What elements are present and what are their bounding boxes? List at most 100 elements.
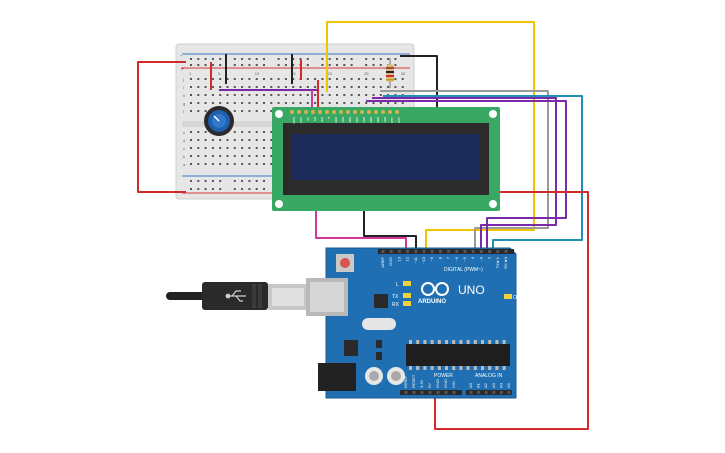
analog-header-label: ANALOG IN — [475, 373, 503, 379]
lcd-pin[interactable] — [353, 110, 357, 114]
lcd-pin-label: DB3 — [355, 117, 359, 123]
lcd-pin-label: DB5 — [369, 117, 373, 123]
lcd-pin[interactable] — [339, 110, 343, 114]
led-rx — [403, 301, 411, 306]
board-model: UNO — [458, 283, 485, 297]
wire-purple-1[interactable] — [372, 97, 557, 248]
lcd-pin-label: DB0 — [334, 117, 338, 123]
breadboard-row-letter: j — [182, 77, 184, 82]
digital-pin-label: 2 — [487, 256, 492, 259]
power-pin-label: IOREF — [403, 375, 408, 388]
power-header-label: POWER — [434, 373, 453, 379]
wire-gray[interactable] — [380, 90, 549, 248]
power-pin-label: GND — [443, 379, 448, 388]
digital-pin-label: ~11 — [413, 256, 418, 263]
led-l-label: L — [396, 282, 399, 288]
breadboard-row-letter: f — [183, 109, 185, 114]
breadboard-column-number: 25 — [364, 71, 369, 76]
power-pin-label: RESET — [411, 374, 416, 388]
wire-pink[interactable] — [315, 210, 407, 250]
digital-pin-label: ~9 — [429, 256, 434, 261]
potentiometer[interactable] — [204, 106, 234, 136]
led-on-label: ON — [513, 295, 521, 301]
led-tx — [403, 293, 411, 298]
lcd-pin[interactable] — [297, 110, 301, 114]
lcd-pin-label: DB6 — [376, 117, 380, 123]
lcd-pin[interactable] — [318, 110, 322, 114]
lcd-pin[interactable] — [367, 110, 371, 114]
power-pin-label: 5V — [427, 383, 432, 388]
crystal-oscillator — [362, 318, 396, 330]
lcd-pin[interactable] — [332, 110, 336, 114]
analog-pin-label: A0 — [468, 382, 473, 388]
lcd-pin[interactable] — [360, 110, 364, 114]
breadboard-row-letter: e — [183, 130, 186, 135]
digital-pin-label: TX►1 — [495, 256, 500, 268]
lcd-pin-label: DB7 — [383, 117, 387, 123]
breadboard-row-letter: a — [183, 162, 186, 167]
digital-pin-label: 8 — [437, 256, 442, 259]
rail-plus-top: + — [180, 66, 184, 73]
arduino-logo-text: ARDUINO — [418, 299, 446, 305]
breadboard-column-number: 15 — [291, 71, 296, 76]
lcd-pin[interactable] — [304, 110, 308, 114]
breadboard-column-number: 10 — [255, 71, 260, 76]
lcd-pin-label: E — [327, 117, 331, 119]
lcd-pin[interactable] — [346, 110, 350, 114]
digital-pin-label: RX◄0 — [503, 256, 508, 269]
lcd-pin[interactable] — [290, 110, 294, 114]
arduino-logo-icon — [421, 282, 449, 296]
breadboard-row-letter: h — [183, 93, 185, 98]
lcd-screen — [291, 134, 479, 180]
lcd-pin-label: DB2 — [348, 117, 352, 123]
wire-purple-2[interactable] — [366, 100, 567, 248]
lcd-mount-hole — [275, 200, 283, 208]
usb-chip — [374, 294, 388, 308]
usb-cable[interactable] — [166, 282, 308, 310]
digital-header[interactable] — [378, 249, 514, 254]
wire-yellow[interactable] — [326, 21, 535, 248]
lcd-pin[interactable] — [388, 110, 392, 114]
dc-power-jack[interactable] — [318, 363, 356, 391]
digital-pin-label: ~10 — [421, 256, 426, 264]
breadboard-row-letter: c — [183, 146, 185, 151]
wire-red-rail-loop[interactable] — [137, 61, 186, 193]
digital-pin-label: ~3 — [478, 256, 483, 261]
analog-pin-label: A1 — [476, 382, 481, 388]
lcd-pin-label: GND — [292, 117, 296, 125]
wire-teal[interactable] — [383, 95, 583, 248]
lcd-pin-label: DB1 — [341, 117, 345, 123]
lcd-pin[interactable] — [381, 110, 385, 114]
led-l — [403, 281, 411, 286]
breadboard-column-number: 1 — [189, 71, 192, 76]
breadboard-column-number: 5 — [218, 71, 221, 76]
lcd-pin-label: LED — [397, 117, 401, 124]
arduino-uno-board[interactable]: L TX RX ON ARDUINO UNO DIGITAL (PWM~) PO… — [306, 247, 521, 399]
analog-pin-label: A4 — [498, 382, 503, 388]
breadboard-column-number: 30 — [401, 71, 406, 76]
wire-black-lcd[interactable] — [363, 210, 417, 250]
digital-pin-label: AREF — [380, 256, 385, 267]
digital-pin-label: 13 — [396, 256, 401, 261]
analog-header[interactable] — [466, 390, 512, 395]
lcd-mount-hole — [275, 110, 283, 118]
resistor[interactable] — [386, 58, 394, 88]
led-tx-label: TX — [392, 294, 399, 300]
lcd-pin[interactable] — [325, 110, 329, 114]
power-pin-label: VIN — [451, 381, 456, 388]
lcd-pin[interactable] — [374, 110, 378, 114]
breadboard-row-letter: i — [183, 85, 184, 90]
digital-pin-label: 7 — [446, 256, 451, 259]
power-pin-label: GND — [435, 379, 440, 388]
atmega-chip — [406, 344, 510, 366]
analog-pin-label: A3 — [491, 382, 496, 388]
wire-red-power[interactable] — [434, 191, 589, 430]
lcd-pin[interactable] — [311, 110, 315, 114]
digital-header-label: DIGITAL (PWM~) — [444, 267, 483, 273]
lcd-mount-hole — [489, 110, 497, 118]
lcd-pin[interactable] — [395, 110, 399, 114]
lcd-pin-label: V0 — [306, 117, 310, 121]
lcd-pin-label: DB4 — [362, 117, 366, 123]
